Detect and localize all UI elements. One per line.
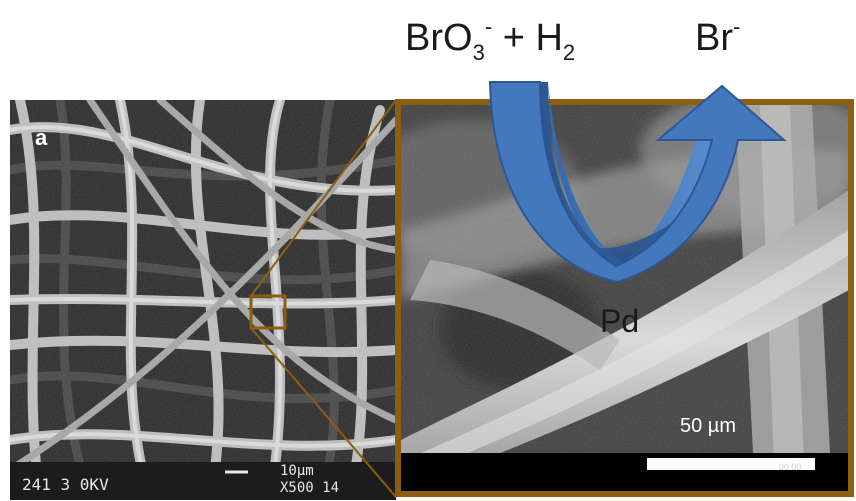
sem-zoom-image: 00 00: [401, 105, 849, 491]
zoom-footer-text: 00 00: [779, 462, 802, 472]
sem-overview-image: 241 3 0KV 10µm X500 14: [10, 100, 396, 500]
panel-label: a: [35, 125, 48, 150]
zoom-region-marker: [249, 294, 287, 330]
sem-footer-left-text: 241 3 0KV: [22, 475, 109, 494]
zoom-scale-label: 50 µm: [680, 415, 736, 437]
reaction-arrow: [488, 81, 787, 284]
reactant-label: BrO3- + H2: [405, 14, 575, 65]
catalyst-label: Pd: [600, 303, 639, 339]
zoom-scale-bar: [647, 458, 815, 470]
zoom-connector: [250, 99, 397, 498]
product-label: Br-: [695, 14, 740, 59]
zoom-frame: [395, 99, 854, 497]
sem-magnification: X500 14: [280, 480, 339, 496]
sem-scale-label: 10µm: [280, 463, 314, 479]
